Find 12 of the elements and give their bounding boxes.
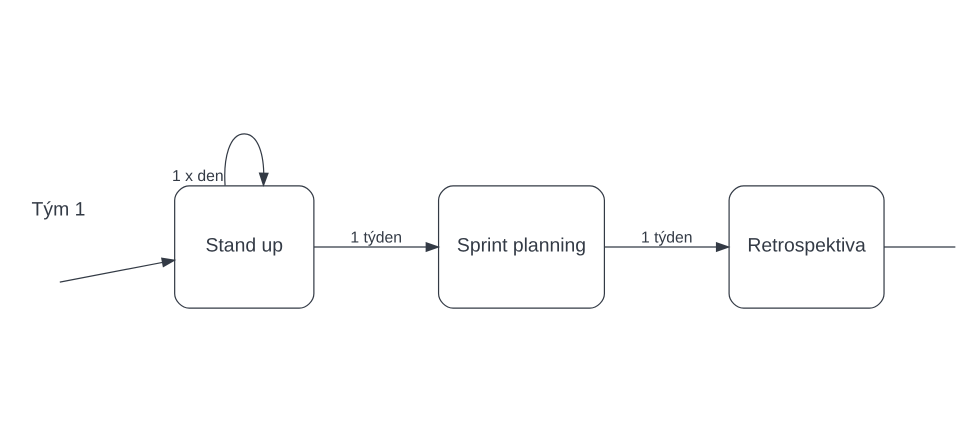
edge-label: 1 x den [172, 167, 224, 184]
edge-label: 1 týden [640, 229, 693, 246]
label: Tým 1 [32, 198, 86, 220]
node-box: Sprint planning [438, 184, 605, 308]
connector [884, 246, 956, 248]
arrow [224, 132, 269, 187]
node-box: Retrospektiva [728, 184, 885, 308]
arrow [60, 257, 176, 282]
arrow [604, 241, 730, 252]
arrow [314, 241, 440, 252]
edge-label: 1 týden [350, 229, 402, 246]
node-box: Stand up [174, 184, 314, 308]
